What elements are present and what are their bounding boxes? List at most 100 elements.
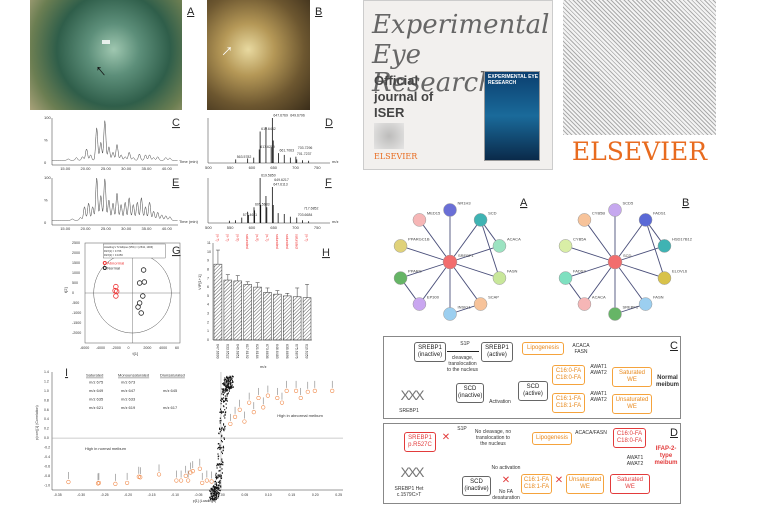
x-tick-label: 15.00 bbox=[60, 226, 71, 231]
y-tick-label: 0.4 bbox=[44, 417, 49, 421]
table-cell: m/z 675 bbox=[89, 379, 104, 384]
loading-point bbox=[113, 481, 118, 486]
y-tick-label: 1.0 bbox=[44, 389, 49, 393]
x-tick-label: 40.00 bbox=[162, 226, 173, 231]
y-tick-label: 3 bbox=[207, 312, 209, 316]
s1p-label: S1P bbox=[457, 426, 467, 432]
x-axis-label: p[1] (Loadings) bbox=[193, 499, 216, 503]
loading-point bbox=[256, 395, 261, 401]
x-tick-label: 650 bbox=[270, 165, 277, 170]
interaction-edge bbox=[565, 261, 616, 279]
peak-label: 647.6769 bbox=[273, 113, 288, 117]
panel-letter-h: H bbox=[322, 247, 330, 259]
bar-tag-label: saturated bbox=[285, 234, 289, 249]
loading-point bbox=[279, 400, 285, 405]
normal-point bbox=[140, 293, 146, 299]
vip-bar bbox=[243, 284, 252, 341]
protein-node bbox=[443, 307, 457, 321]
srebp-active-box: SREBP1 (active) bbox=[481, 342, 513, 362]
node-label: CYB5A bbox=[573, 236, 586, 241]
x-tick-label: -0.05 bbox=[195, 493, 203, 497]
bar-mz-label: 646.6483 bbox=[275, 344, 279, 359]
arrow bbox=[447, 351, 479, 352]
x-tick-label: -0.10 bbox=[171, 493, 179, 497]
panel-letter-i: I bbox=[65, 367, 68, 379]
panel-letter-f: F bbox=[325, 177, 332, 189]
x-tick-label: 0.15 bbox=[288, 493, 295, 497]
panel-letter-c: C bbox=[172, 117, 180, 129]
interaction-edge bbox=[614, 261, 665, 279]
bar-tag-label: saturated bbox=[275, 234, 279, 249]
panel-letter-d: D bbox=[325, 117, 333, 129]
interaction-edge bbox=[400, 261, 451, 279]
peak-label: 661.7063 bbox=[279, 149, 294, 153]
legend-normal-marker bbox=[102, 266, 107, 270]
y-tick-label: 2000 bbox=[72, 251, 80, 255]
node-label: ACACA bbox=[592, 295, 606, 300]
y-tick-label: 11 bbox=[207, 241, 211, 245]
loading-point bbox=[186, 478, 191, 483]
awat-label: AWAT1 AWAT2 bbox=[590, 364, 607, 376]
loading-point bbox=[138, 475, 143, 480]
x-tick-label: 0.20 bbox=[312, 493, 319, 497]
y-tick-label: 1000 bbox=[72, 271, 80, 275]
y-tick-label: 5 bbox=[207, 294, 209, 298]
table-header: Saturated bbox=[86, 373, 103, 378]
info-box bbox=[103, 243, 166, 259]
peak-label: 619.5850 bbox=[261, 173, 276, 177]
dense-loadings-cluster bbox=[209, 375, 234, 501]
legend-abnormal: Abnormal bbox=[107, 261, 124, 266]
srebp-mutant-box: SREBP1 p.R527C bbox=[404, 432, 436, 452]
y-tick-label: 10 bbox=[207, 250, 211, 254]
vip-bar bbox=[292, 296, 302, 341]
y-tick-label: 9 bbox=[207, 259, 209, 263]
x-tick-label: 500 bbox=[205, 225, 212, 230]
y-tick-label: 100 bbox=[44, 175, 51, 180]
panel-letter-d: D bbox=[670, 427, 678, 439]
y-tick-label: -0.4 bbox=[44, 455, 50, 459]
y-tick-label: -500 bbox=[72, 301, 79, 305]
loading-point bbox=[261, 405, 266, 410]
node-label: SCAP bbox=[488, 295, 499, 300]
loading-point bbox=[96, 480, 102, 486]
table-cell: m/z 633 bbox=[121, 396, 136, 401]
y-tick-label: 0.2 bbox=[44, 427, 49, 431]
y-tick-label: 1 bbox=[207, 329, 209, 333]
node-label: HSD17B12 bbox=[672, 236, 693, 241]
loading-point bbox=[247, 400, 252, 405]
normal-point bbox=[135, 304, 141, 310]
x-tick-label: 4000 bbox=[159, 346, 167, 350]
y-tick-label: 0 bbox=[72, 291, 74, 295]
x-axis-label: m/z bbox=[332, 159, 338, 164]
x-tick-label: 20.00 bbox=[81, 226, 92, 231]
gene-label: SREBP1 Het c.1579C>T bbox=[394, 486, 424, 498]
y-tick-label: 8 bbox=[207, 267, 209, 271]
normal-point bbox=[136, 280, 143, 286]
panel-letter-network-b: B bbox=[682, 197, 689, 209]
x-axis-label: t[1] bbox=[133, 351, 139, 356]
y-tick-label: 500 bbox=[72, 281, 78, 285]
interaction-edge bbox=[614, 245, 665, 263]
vip-bar bbox=[213, 263, 223, 341]
peak-label: 617.6259 bbox=[260, 145, 275, 149]
protein-node bbox=[473, 297, 488, 311]
vip-bar bbox=[283, 295, 292, 341]
y-tick-label: % bbox=[44, 138, 48, 143]
bar-tag-label: saturated bbox=[245, 234, 249, 249]
bar-mz-label: 635.6696 bbox=[285, 344, 289, 359]
peak-label: 563.5782 bbox=[237, 155, 252, 159]
loading-point bbox=[200, 480, 205, 486]
y-tick-label: -0.6 bbox=[44, 464, 50, 468]
x-tick-label: 25.00 bbox=[101, 166, 112, 171]
no-cleavage-label: No cleavage, no translocation to the nuc… bbox=[474, 429, 512, 447]
bar-tag-label: (n-7) bbox=[265, 234, 269, 241]
info-text: R2X[2] = 0.1056 bbox=[104, 253, 123, 257]
x-tick-label: 550 bbox=[227, 165, 234, 170]
normal-point bbox=[140, 267, 147, 273]
y-tick-label: -1500 bbox=[72, 321, 81, 325]
legend-abnormal-marker bbox=[102, 261, 107, 265]
node-label: PPARGC1B bbox=[408, 236, 430, 241]
dna-helix-icon: XXX bbox=[400, 464, 424, 480]
x-tick-label: 30.00 bbox=[121, 226, 132, 231]
